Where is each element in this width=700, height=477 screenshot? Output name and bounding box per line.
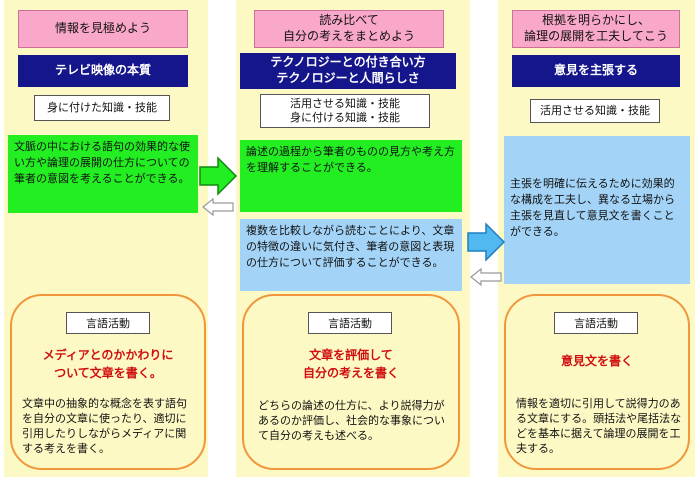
activity-label-1: 言語活動 [66,312,150,334]
unit-box-1: テレビ映像の本質 [18,55,188,87]
activity-label-2: 言語活動 [308,312,392,334]
learning-goal-blue-3: 主張を明確に伝えるために効果的な構成を工夫し、異なる立場から主張を見直して意見文… [504,136,690,284]
activity-desc-3: 情報を適切に引用して説得力のある文章にする。頭括法や尾括法などを基本に据えて論理… [516,397,682,455]
skill-box-1: 身に付けた知識・技能 [34,95,170,121]
goal-box-3: 根拠を明らかにし、 論理の展開を工夫してこう [512,10,680,48]
unit-box-2: テクノロジーとの付き合い方 テクノロジーと人間らしさ [240,53,456,89]
activity-label-3: 言語活動 [554,312,638,334]
left-arrow-outline-icon [202,197,234,217]
activity-title-1: メディアとのかかわりに ついて文章を書く。 [42,348,174,380]
right-arrow-green-icon [199,156,238,196]
activity-desc-2: どちらの論述の仕方に、より説得力があるのか評価し、社会的な事象について自分の考え… [258,399,445,442]
activity-title-2: 文章を評価して 自分の考えを書く [302,348,399,380]
activity-desc-1: 文章中の抽象的な概念を表す語句を自分の文章に使ったり、適切に引用したりしながらメ… [22,397,187,455]
activity-title-3: 意見文を書く [560,354,633,368]
unit-box-3: 意見を主張する [512,55,680,87]
left-arrow-outline-icon-2 [470,267,502,287]
skill-box-3: 活用させる知識・技能 [530,99,660,123]
right-arrow-blue-icon [467,222,506,262]
goal-box-2: 読み比べて 自分の考えをまとめよう [254,10,444,48]
goal-box-1: 情報を見極めよう [18,10,188,48]
learning-goal-green-2: 論述の過程から筆者のものの見方や考え方を理解することができる。 [240,140,462,212]
learning-goal-blue-2: 複数を比較しながら読むことにより、文章の特徴の違いに気付き、筆者の意図と表現の仕… [240,219,462,291]
learning-goal-green-1: 文脈の中における語句の効果的な使い方や論理の展開の仕方についての筆者の意図を考え… [8,135,198,213]
skill-box-2: 活用させる知識・技能 身に付ける知識・技能 [260,94,430,128]
